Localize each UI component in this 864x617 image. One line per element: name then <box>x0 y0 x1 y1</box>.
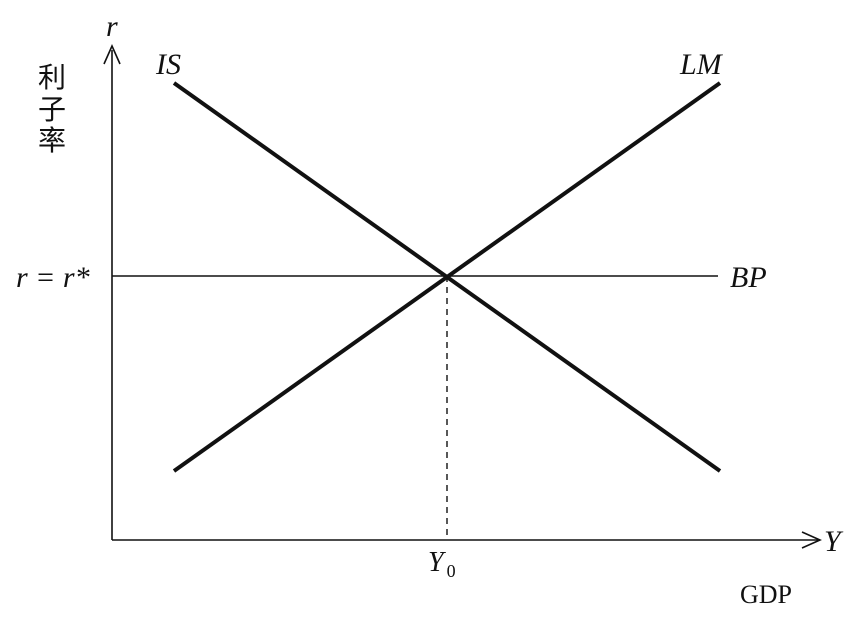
y-axis-title-char-1: 利 <box>38 61 66 94</box>
rate-level-label: r = r* <box>16 261 90 294</box>
y-axis-arrowhead <box>103 44 121 65</box>
equilibrium-output-main: Y <box>428 547 447 578</box>
y-axis-title-char-2: 子 <box>38 93 66 126</box>
is-curve-label: IS <box>155 48 181 81</box>
y-axis-symbol: r <box>106 10 118 43</box>
lm-curve-label: LM <box>679 48 724 81</box>
y-axis-title-char-3: 率 <box>38 124 66 157</box>
x-axis-arrowhead <box>801 531 822 549</box>
x-axis-symbol: Y <box>824 525 844 558</box>
equilibrium-output-subscript: 0 <box>447 561 456 581</box>
bp-curve-label: BP <box>730 261 767 294</box>
x-axis-title: GDP <box>740 580 792 609</box>
